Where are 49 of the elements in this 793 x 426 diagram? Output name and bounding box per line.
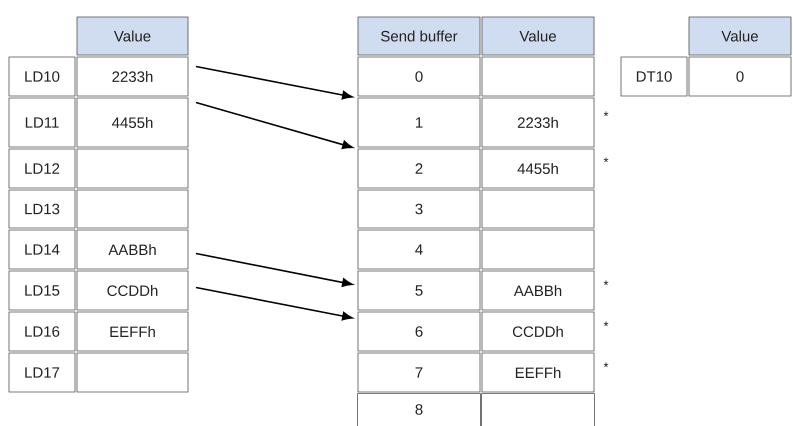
- table-cell: 0: [688, 56, 792, 96]
- table-cell: LD10: [8, 56, 76, 96]
- table-cell: 2: [358, 148, 480, 188]
- table-cell: 6: [358, 312, 480, 352]
- asterisk-mark: *: [604, 362, 608, 368]
- arrow: [196, 66, 353, 100]
- header-cell: Send buffer: [358, 16, 480, 56]
- table-cell: EEFFh: [76, 312, 188, 352]
- asterisk-mark: *: [604, 322, 608, 326]
- table-cell: LD16: [8, 312, 76, 352]
- table-cell: [76, 352, 188, 392]
- table-cell: 7: [358, 352, 480, 392]
- table-cell: [76, 148, 188, 188]
- asterisk-mark: *: [604, 158, 608, 162]
- table-cell: [76, 190, 188, 228]
- arrow: [196, 286, 353, 320]
- table-cell: AABBh: [76, 230, 188, 270]
- table-cell: EEFFh: [482, 352, 594, 392]
- arrow: [196, 102, 353, 150]
- table-cell: [482, 190, 594, 228]
- table-cell: LD14: [8, 230, 76, 270]
- table-cell: 2233h: [76, 56, 188, 96]
- table-cell: [482, 56, 594, 96]
- table-cell: 5: [358, 270, 480, 310]
- table-cell: CCDDh: [76, 270, 188, 310]
- table-cell: 4455h: [482, 148, 594, 188]
- table-cell: LD11: [8, 98, 76, 148]
- header-cell: Value: [482, 16, 594, 56]
- header-cell: Value: [76, 16, 188, 56]
- table-cell: [481, 393, 595, 426]
- table-cell: LD13: [8, 190, 76, 228]
- header-cell: Value: [688, 16, 792, 56]
- table-cell: CCDDh: [482, 312, 594, 352]
- arrow: [196, 252, 353, 287]
- table-cell: 4455h: [76, 98, 188, 148]
- table-cell: LD17: [8, 352, 76, 392]
- table-cell: 3: [358, 190, 480, 228]
- asterisk-mark: *: [604, 112, 608, 116]
- table-cell: 4: [358, 230, 480, 270]
- table-cell: 0: [358, 56, 480, 96]
- table-cell: [482, 230, 594, 270]
- table-cell: AABBh: [482, 270, 594, 310]
- table-cell: LD12: [8, 148, 76, 188]
- table-cell: DT10: [620, 56, 688, 96]
- asterisk-mark: *: [604, 280, 608, 286]
- table-cell: LD15: [8, 270, 76, 310]
- table-cell: 2233h: [482, 98, 594, 148]
- table-cell: 8: [357, 393, 481, 426]
- table-cell: 1: [358, 98, 480, 148]
